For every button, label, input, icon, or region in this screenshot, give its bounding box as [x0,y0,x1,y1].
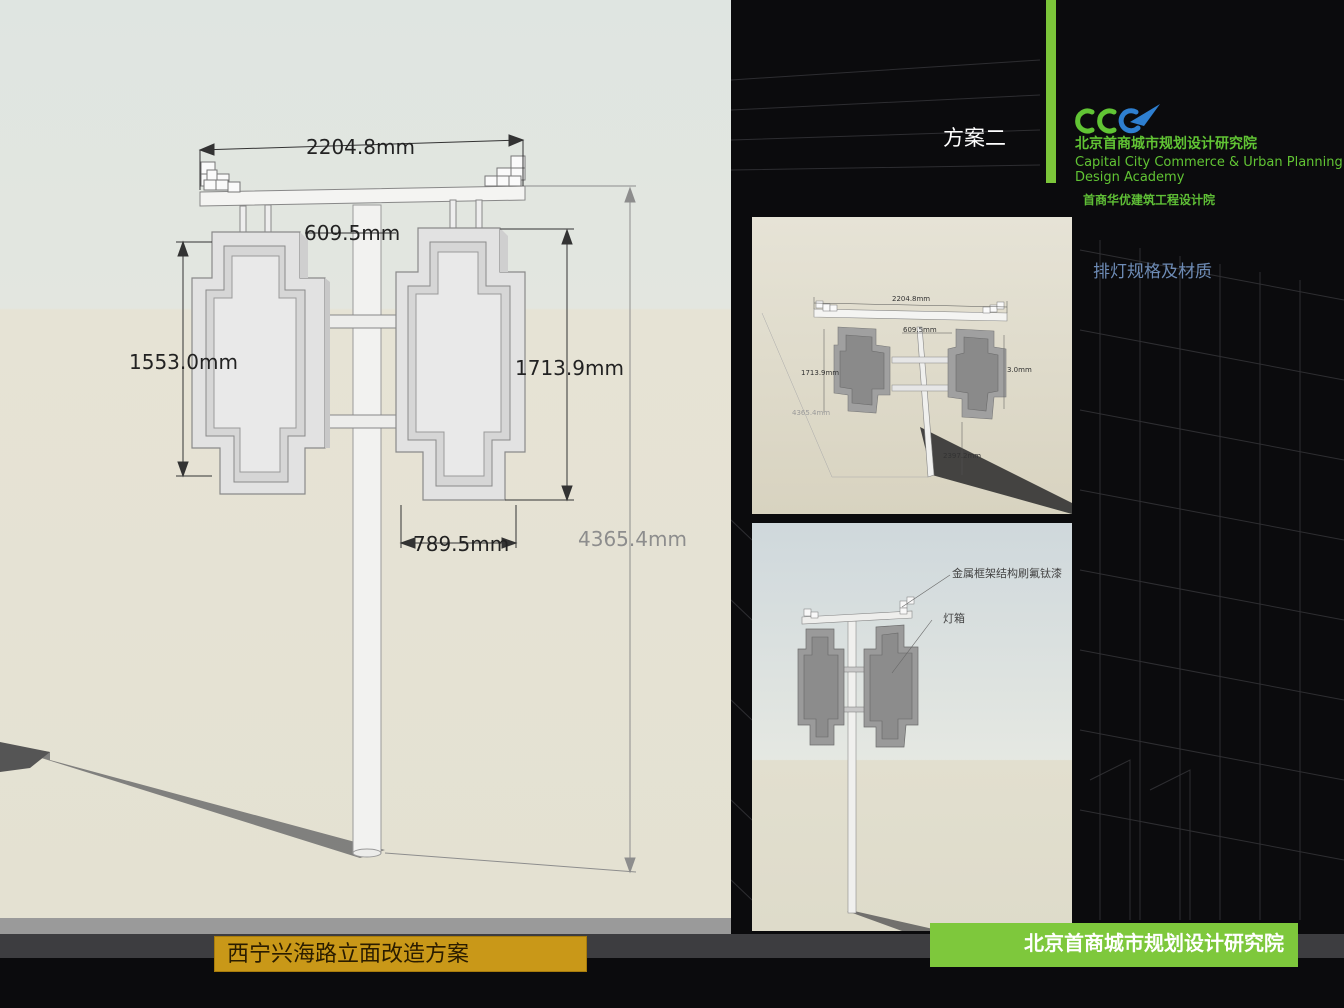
thumb-right-box [947,328,1007,420]
project-title-plate: 西宁兴海路立面改造方案 [214,936,587,972]
hanger [264,204,272,233]
thumb-material-drawing [797,574,951,931]
logo-sub-org: 首商华优建筑工程设计院 [1083,193,1216,207]
thumbnail-material-view: 金属框架结构刷氟钛漆 灯箱 [752,523,1072,931]
thumb-dim-top-width: 2204.8mm [892,295,931,303]
thumb-beam [813,308,1008,322]
thumb2-lattice [803,596,915,619]
scheme-title: 方案二 [943,126,1006,150]
annotation-leaders [891,574,951,674]
pole-base [352,848,382,858]
main-render-panel: 2204.8mm 609.5mm 1553.0mm 1713.9mm 789.5… [0,0,731,934]
logo-org-en-line1: Capital City Commerce & Urban Planning [1075,155,1343,170]
right-lightbox [395,227,526,501]
spec-label: 排灯规格及材质 [1093,262,1212,282]
thumb2-shadow [847,911,942,931]
total-height-line [384,185,637,874]
hanger [475,199,483,229]
dimension-lines [176,134,574,549]
dim-total-height: 4365.4mm [578,527,687,551]
dim-gap: 609.5mm [304,221,401,245]
thumbnail-dimension-view: 2204.8mm 609.5mm 1713.9mm 3.0mm 4365.4mm… [752,217,1072,514]
pole-shadow [0,745,385,858]
organization-plate: 北京首商城市规划设计研究院 [930,923,1298,967]
thumb-dimension-lines [813,297,1008,475]
dim-right-height: 1713.9mm [515,356,624,380]
thumb-dim-left-height: 1713.9mm [801,369,840,377]
hanger [239,205,247,233]
thumb-dimension-drawing [761,297,1072,514]
ccc-logo-icon [1075,104,1160,134]
annotation-lightbox: 灯箱 [943,612,965,625]
thumb-left-box [833,326,891,414]
lattice-right [484,155,526,187]
thumb2-pole [847,620,857,914]
hanger [449,199,457,229]
shadow-tip [0,742,50,772]
dim-panel-width: 789.5mm [413,532,510,556]
top-beam [199,185,526,207]
thumb-dim-gap: 609.5mm [903,326,937,334]
logo-org-cn: 北京首商城市规划设计研究院 [1075,136,1257,152]
dim-left-height: 1553.0mm [129,350,238,374]
render-floor-band [0,918,731,934]
annotation-frame: 金属框架结构刷氟钛漆 [952,567,1062,580]
lattice-left [200,161,241,193]
thumb-lattice [815,300,1005,314]
thumb-dim-right-height: 3.0mm [1007,366,1032,374]
dim-top-width: 2204.8mm [306,135,415,159]
thumb-dim-pole-height: 2397.2mm [943,452,982,460]
logo-org-en-line2: Design Academy [1075,170,1185,185]
thumb-shadow [920,427,1072,514]
thumb2-right-box [863,624,919,748]
thumb-dim-total-height: 4365.4mm [792,409,831,417]
lamp-elevation-drawing [0,134,637,874]
thumb2-beam [801,610,913,625]
green-divider [1046,0,1056,183]
lamp-pole [352,204,382,854]
thumb2-left-box [797,628,845,746]
left-lightbox [191,231,330,495]
thumb-pole [916,326,935,478]
thumb-total-height-line [761,312,928,478]
